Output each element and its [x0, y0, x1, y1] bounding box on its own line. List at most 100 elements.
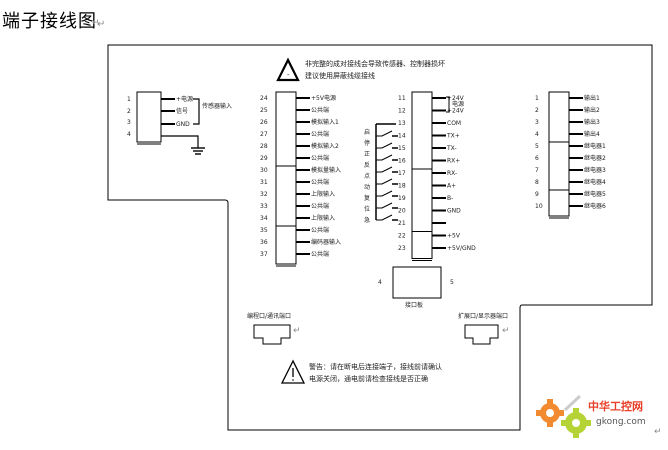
pin-number: 33	[260, 203, 268, 210]
terminal-label: 公共端	[311, 226, 329, 234]
programming-port: 编程口/通讯端口 ↵	[247, 312, 301, 345]
wire-label: 信号	[176, 107, 188, 115]
connector-right-mark: 5	[450, 279, 454, 286]
switch-icon	[376, 190, 393, 197]
pin-number: 31	[260, 179, 268, 186]
terminal-label: TX-	[446, 145, 457, 152]
paragraph-mark: ↵	[654, 427, 662, 437]
wire-label: GND	[176, 121, 190, 128]
terminal-label: +5V/GND	[447, 245, 476, 252]
rj45-port-icon	[464, 324, 499, 345]
terminal-label: GND	[447, 208, 461, 215]
terminal-label: B-	[447, 195, 453, 202]
svg-text:-: -	[287, 71, 290, 79]
group-label: 传感器输入	[202, 102, 232, 110]
terminal-label: 公共端	[311, 106, 329, 114]
bottom-warning-line1: 警告：请在断电后连接端子，接线前请确认	[309, 362, 442, 371]
pin-number: 18	[398, 183, 406, 190]
terminal-body	[275, 91, 297, 265]
pin-number: 7	[535, 167, 539, 174]
pin-number: 30	[260, 167, 268, 174]
top-warning-line2: 建议使用屏蔽线缆接线	[305, 71, 375, 80]
switch-label: 急	[364, 216, 370, 224]
pin-number: 4	[535, 131, 539, 138]
switch-icon	[376, 166, 393, 173]
terminal-label: COM	[447, 120, 461, 127]
switch-label: 位	[364, 205, 370, 213]
pin-number: 19	[398, 195, 406, 202]
port-label: 编程口/通讯端口	[247, 312, 291, 320]
terminal-block-a: 1 2 3 4 +电源 信号 GND 传感器输入	[127, 91, 232, 155]
terminal-label: 上限输入	[311, 190, 335, 198]
pin-number: 21	[398, 220, 406, 227]
port-label: 扩展口/显示器端口	[458, 312, 508, 320]
terminal-label: 公共端	[311, 130, 329, 138]
paragraph-mark: ↵	[92, 18, 100, 28]
wire-label: +电源	[176, 95, 193, 103]
terminal-label: 输出1	[584, 94, 600, 102]
pin-number: 11	[398, 95, 406, 102]
switch-label: 正	[364, 151, 370, 158]
terminal-label: A+	[447, 183, 456, 190]
switch-label: 启	[364, 128, 370, 136]
pin-number: 20	[398, 208, 406, 215]
terminal-label: 继电器5	[584, 190, 606, 198]
terminal-label: 模拟输入1	[311, 118, 339, 126]
pin-number: 29	[260, 155, 268, 162]
top-warning: - 非完整的成对接线会导致传感器、控制器损坏 建议使用屏蔽线缆接线	[276, 57, 445, 82]
connector-box-label: 接口板	[405, 301, 423, 309]
warning-triangle-icon	[276, 57, 300, 82]
switch-label: 动	[364, 184, 370, 191]
terminal-label: 继电器6	[584, 202, 606, 210]
arrow-icon	[563, 394, 582, 412]
pin-number: 1	[535, 95, 539, 102]
gkong-watermark: 中华工控网 gkong.com ↵	[536, 394, 662, 438]
paragraph-mark: ↵	[293, 326, 301, 336]
pin-number: 5	[535, 143, 539, 150]
switch-label: 停	[364, 139, 370, 147]
terminal-label: 继电器3	[584, 166, 606, 174]
terminal-body	[548, 91, 570, 217]
switch-label: 点	[364, 172, 370, 180]
paragraph-mark: ↵	[97, 19, 107, 30]
pin-number: 36	[260, 239, 268, 246]
terminal-label: 公共端	[311, 202, 329, 210]
switch-icon	[376, 214, 393, 221]
pin-number: 25	[260, 107, 268, 114]
terminal-label: RX+	[447, 158, 460, 165]
pin-number: 35	[260, 227, 268, 234]
watermark-url: gkong.com	[596, 417, 646, 427]
pin-number: 32	[260, 191, 268, 198]
pin-number: 13	[398, 120, 406, 127]
terminal-body	[136, 91, 162, 143]
switch-icon	[376, 142, 393, 149]
terminal-label: 上限输入	[311, 214, 335, 222]
terminal-label: 继电器4	[584, 178, 606, 186]
pin-number: 1	[127, 96, 131, 103]
pin-number: 3	[127, 119, 131, 126]
expansion-port: 扩展口/显示器端口 ↵	[458, 312, 510, 345]
bottom-warning: 警告：请在断电后连接端子，接线前请确认 电源关闭，通电前请检查接线是否正确	[280, 359, 442, 384]
pin-number: 15	[398, 145, 406, 152]
pin-number: 2	[535, 107, 539, 114]
terminal-body	[411, 91, 433, 259]
group-bracket-label: 电源	[452, 100, 464, 108]
terminal-label: 编码器输入	[311, 238, 341, 246]
pin-number: 28	[260, 143, 268, 150]
terminal-label: 公共端	[311, 154, 329, 162]
pin-number: 23	[398, 245, 406, 252]
pin-number: 37	[260, 251, 268, 258]
pin-number: 24	[260, 95, 268, 102]
switch-icon	[376, 202, 393, 209]
pin-number: 8	[535, 179, 539, 186]
switch-label: 复	[364, 194, 370, 202]
ground-wire	[161, 135, 199, 148]
top-warning-line1: 非完整的成对接线会导致传感器、控制器损坏	[305, 59, 445, 68]
switch-icon	[376, 154, 393, 161]
terminal-label: +5V	[447, 233, 461, 240]
terminal-label: 模拟输入2	[311, 142, 339, 150]
switch-icon	[376, 130, 393, 137]
